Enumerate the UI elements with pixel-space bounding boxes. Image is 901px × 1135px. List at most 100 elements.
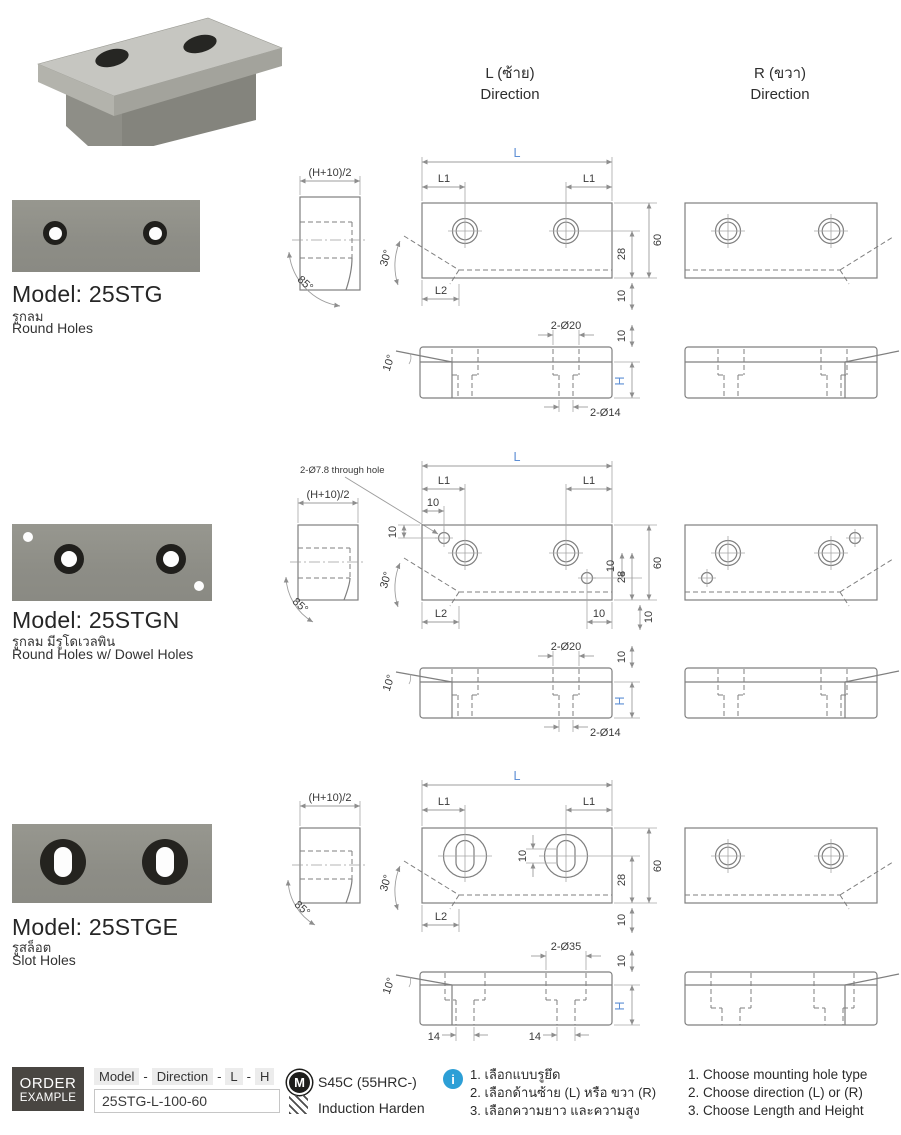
- header-right-line1: R (ขวา): [753, 65, 807, 82]
- dim-85deg-label: 85°: [295, 274, 315, 294]
- drawing-25stg-left: (H+10)/2 85° 30° L L1 L1 L2 28 60: [287, 146, 664, 419]
- front-view: [684, 346, 900, 399]
- product-photo-3d: [37, 17, 283, 146]
- dim-L1-label: L1: [583, 475, 595, 487]
- round-hole: [143, 221, 167, 245]
- round-hole: [156, 544, 186, 574]
- plate-thumbnail-25stge: [12, 824, 212, 903]
- top-view: 30° L L1 L1 10 10 L2 10 28 60 10: [378, 450, 664, 630]
- dim-14-label: 14: [428, 1031, 440, 1043]
- format-dash: -: [246, 1069, 251, 1084]
- model-thai-25stg: รูกลม: [12, 309, 44, 324]
- front-view: [684, 667, 900, 719]
- format-height: H: [254, 1068, 275, 1085]
- side-view: (H+10)/2 85°: [285, 792, 368, 926]
- dim-60-label: 60: [652, 860, 664, 872]
- model-english-25stg: Round Holes: [12, 320, 93, 336]
- dim-10-label: 10: [593, 608, 605, 620]
- dim-10-label: 10: [616, 330, 628, 342]
- dim-30deg-label: 30°: [378, 570, 394, 589]
- dim-10-label: 10: [605, 560, 617, 572]
- dim-10deg-label: 10°: [381, 673, 398, 693]
- order-title-line1: ORDER: [19, 1074, 77, 1092]
- dim-H-label: H: [613, 1001, 627, 1010]
- header-left-direction: L (ซ้าย) Direction: [420, 63, 600, 105]
- material-text: S45C (55HRC-): [318, 1074, 417, 1090]
- format-model: Model: [94, 1068, 140, 1085]
- dim-h-plus-10-label: (H+10)/2: [306, 489, 349, 501]
- dim-2xD20-label: 2-Ø20: [551, 320, 582, 332]
- step-en-2: 2. Choose direction (L) or (R): [688, 1085, 863, 1100]
- slot-hole: [142, 839, 188, 885]
- dim-h-plus-10-label: (H+10)/2: [308, 167, 351, 179]
- dim-dowel-through-hole-label: 2-Ø7.8 through hole: [300, 465, 385, 476]
- drawing-25stge-right: [684, 827, 900, 1026]
- hardening-text: Induction Harden: [318, 1100, 425, 1116]
- side-view: (H+10)/2 85° 2-Ø7.8 through hole: [283, 465, 439, 623]
- dim-10deg-label: 10°: [381, 976, 398, 996]
- model-thai-25stgn: รูกลม มีรูโดเวลพิน: [12, 634, 116, 649]
- dim-85deg-label: 85°: [290, 596, 310, 616]
- dim-10-label: 10: [387, 526, 399, 538]
- front-view: 10 10° 2-Ø20 2-Ø14 H: [381, 641, 640, 739]
- drawing-25stgn-right: [684, 524, 900, 719]
- drawing-25stg-right: [684, 202, 900, 399]
- dim-2xD14-label: 2-Ø14: [590, 727, 621, 739]
- header-right-line2: Direction: [750, 86, 810, 103]
- dim-30deg-label: 30°: [378, 873, 394, 892]
- front-view: [684, 971, 900, 1026]
- order-format-row: Model - Direction - L - H: [94, 1068, 275, 1085]
- order-title-line2: EXAMPLE: [19, 1091, 77, 1104]
- dim-10deg-label: 10°: [381, 353, 398, 373]
- dim-L1-label: L1: [583, 173, 595, 185]
- dim-L1-label: L1: [438, 475, 450, 487]
- dowel-hole: [194, 581, 204, 591]
- dim-L-label: L: [514, 146, 521, 160]
- dim-10-label: 10: [517, 850, 529, 862]
- model-title-25stg: Model: 25STG: [12, 281, 163, 307]
- induction-harden-icon: [289, 1095, 308, 1114]
- dim-2xD35-label: 2-Ø35: [551, 941, 582, 953]
- round-hole: [43, 221, 67, 245]
- dim-L2-label: L2: [435, 608, 447, 620]
- header-left-line2: Direction: [480, 86, 540, 103]
- side-view: (H+10)/2 85°: [287, 167, 368, 308]
- dim-85deg-label: 85°: [292, 899, 312, 919]
- dim-60-label: 60: [652, 234, 664, 246]
- info-icon: i: [443, 1069, 463, 1089]
- format-length: L: [225, 1068, 243, 1085]
- dim-10-label: 10: [427, 497, 439, 509]
- dim-H-label: H: [613, 696, 627, 705]
- dim-2xD14-label: 2-Ø14: [590, 407, 621, 419]
- model-thai-25stge: รูสล็อต: [12, 940, 52, 955]
- model-title-25stge: Model: 25STGE: [12, 914, 179, 940]
- dim-L-label: L: [514, 769, 521, 783]
- header-right-direction: R (ขวา) Direction: [690, 63, 870, 105]
- step-thai-2: 2. เลือกด้านซ้าย (L) หรือ ขวา (R): [470, 1085, 657, 1100]
- dim-L1-label: L1: [438, 173, 450, 185]
- step-thai-3: 3. เลือกความยาว และความสูง: [470, 1103, 640, 1118]
- format-direction: Direction: [151, 1068, 214, 1085]
- drawing-25stgn-left: (H+10)/2 85° 2-Ø7.8 through hole 30° L L…: [283, 450, 664, 739]
- top-view: 30° L L1 L1 L2 28 60 10: [378, 146, 664, 310]
- top-view: [684, 524, 894, 607]
- dim-28-label: 28: [616, 571, 628, 583]
- dim-10-label: 10: [616, 955, 628, 967]
- dim-L-label: L: [514, 450, 521, 464]
- dim-10-label: 10: [616, 651, 628, 663]
- order-example-box: ORDER EXAMPLE: [12, 1067, 84, 1111]
- dim-30deg-label: 30°: [378, 248, 394, 267]
- dim-L2-label: L2: [435, 911, 447, 923]
- dim-H-label: H: [613, 376, 627, 385]
- dim-10-label: 10: [616, 914, 628, 926]
- drawing-25stge-left: (H+10)/2 85° 30° L L1 L1 10 L2: [285, 769, 664, 1043]
- slot-hole: [40, 839, 86, 885]
- dim-L1-label: L1: [583, 796, 595, 808]
- model-english-25stgn: Round Holes w/ Dowel Holes: [12, 646, 194, 662]
- dim-10-label: 10: [616, 290, 628, 302]
- dim-60-label: 60: [652, 557, 664, 569]
- format-dash: -: [217, 1069, 222, 1084]
- dim-2xD20-label: 2-Ø20: [551, 641, 582, 653]
- dim-14-label: 14: [529, 1031, 541, 1043]
